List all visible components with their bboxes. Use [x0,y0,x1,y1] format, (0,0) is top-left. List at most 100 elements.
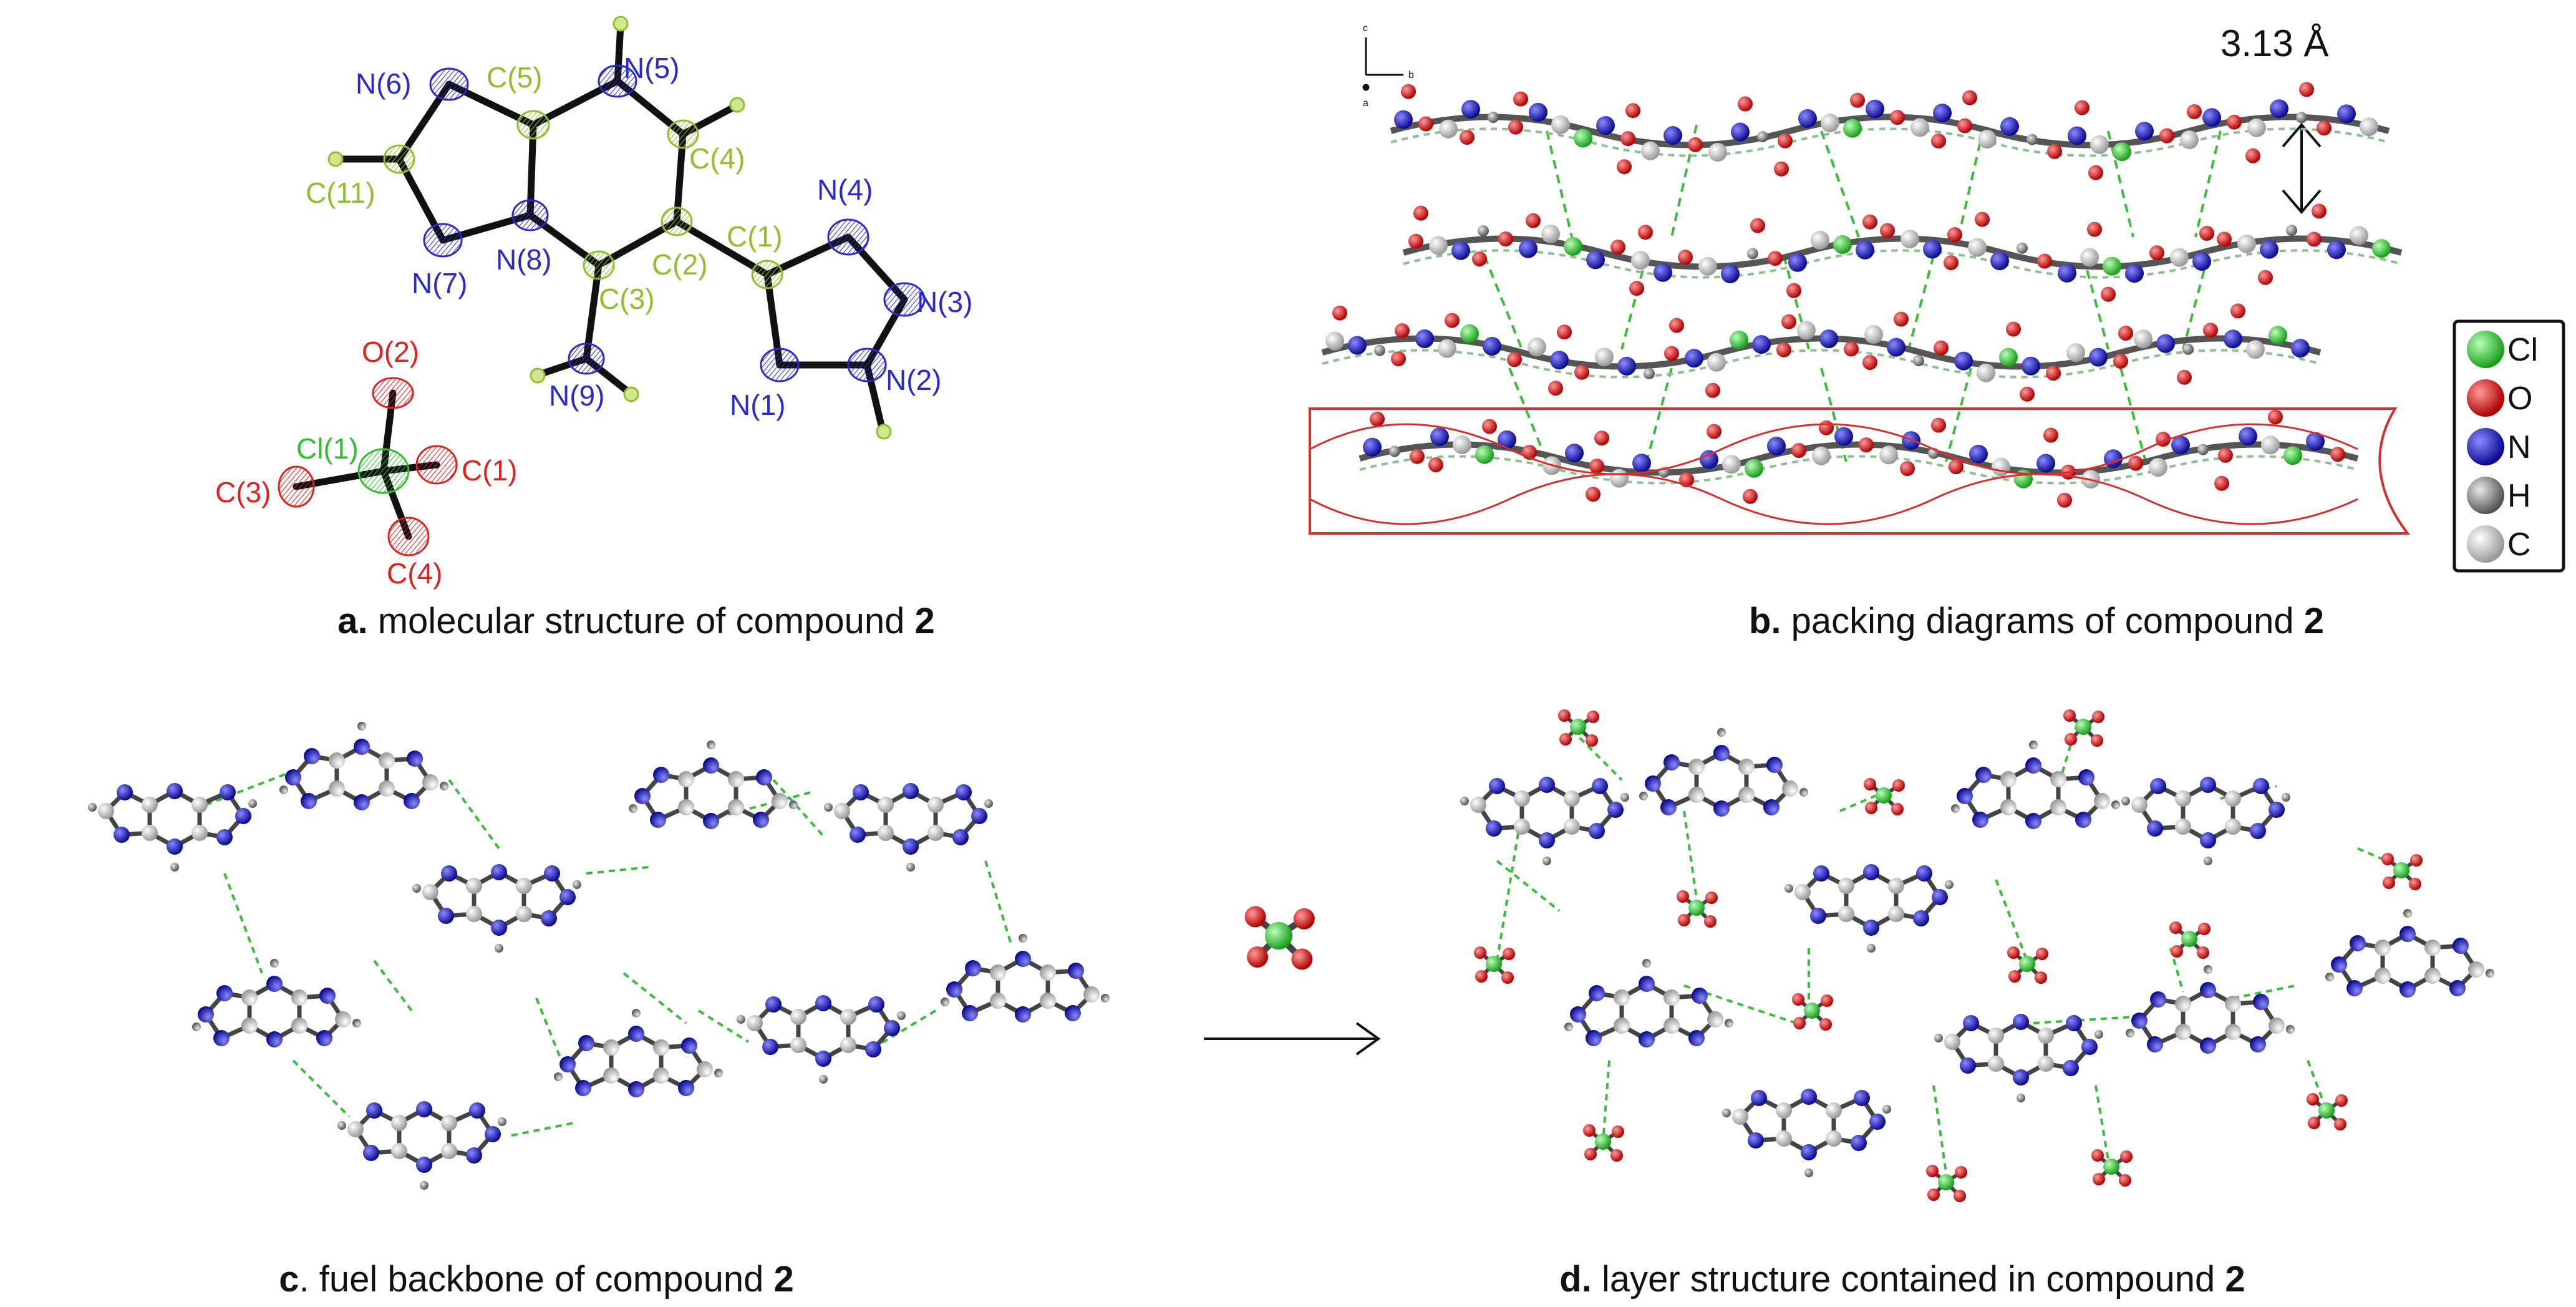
layer-atom [1408,233,1423,249]
layer-atom [2128,455,2143,471]
layer-atom [1513,91,1528,107]
layer-atom [1482,419,1497,434]
layer-atom [2330,447,2345,462]
layer-atom [1632,454,1651,473]
layer-atom [1856,240,1874,260]
layer-atom [2203,323,2218,338]
layer-atom [1731,122,1750,142]
layer-atom [1586,250,1605,270]
label-c5: C(5) [487,61,542,94]
layer-atom [1363,437,1382,457]
layer-atom [1595,347,1614,367]
label-o2: O(2) [362,336,419,368]
layer-atom [1685,349,1703,368]
layer-atom [1394,110,1413,129]
layer-atom [2286,225,2297,236]
label-cl1: Cl(1) [296,432,359,465]
layer-atom [1850,92,1865,108]
layer-atom [1834,427,1853,446]
layer-atom [2317,120,2331,136]
layer-atom [2372,239,2391,258]
layer-atom [2046,366,2061,381]
layer-atom [1610,240,1625,255]
layer-atom [1478,225,1489,237]
layer-atom [2118,326,2133,341]
layer-atom [1730,331,1748,350]
layer-atom [2306,432,2325,451]
layer-atom [1934,340,1949,356]
layer-atom [2218,447,2233,463]
legend-cl-label: Cl [2507,332,2538,368]
layer-atom [1678,250,1693,265]
layer-atom [1750,218,1765,233]
label-n3: N(3) [917,286,972,318]
layer-atom [1933,104,1952,123]
layer-atom [1923,240,1942,259]
layer-atom [1969,444,1988,464]
layer-atom [1617,159,1632,175]
layer-atom [1707,424,1721,439]
layer-atom [1721,264,1740,283]
layer-atom [1757,131,1768,143]
label-n2: N(2) [886,364,941,396]
layer-atom [1631,251,1650,270]
layer-atom [1949,459,1963,475]
label-ox1: C(1) [462,454,517,487]
layer-atom [2047,143,2062,159]
layer-atom [2258,270,2273,285]
caption-d: d. layer structure contained in compound… [1559,1259,2245,1300]
layer-atom [2134,329,2152,349]
layer-atom [1529,102,1547,122]
layer-atom [1507,352,1522,367]
layer-atom [2017,242,2028,254]
layer-atom [2214,475,2229,491]
layer-atom [2090,135,2109,154]
layer-atom [2187,104,2202,119]
layer-atom [1743,488,1758,504]
layer-atom [1574,364,1589,380]
layer-atom [1418,116,1433,132]
layer-atom [2006,321,2021,337]
layer-atom [1901,230,1919,249]
layer-atom [1786,283,1801,298]
axis-a: a [1363,98,1368,109]
layer-atom [1992,457,2010,477]
layer-atom [2307,231,2322,247]
layer-atom [1410,449,1425,464]
layer-atom [2156,334,2175,353]
layer-atom [1862,355,1877,371]
layer-atom [1688,137,1703,152]
layer-atom [2101,286,2116,302]
panel-d-layer-structure: d. layer structure contained in compound… [1460,709,2494,1300]
layer-atom [1541,224,1560,243]
layer-atom [2239,427,2257,446]
layer-atom [1781,314,1796,329]
legend-cl-sphere [2467,331,2504,368]
label-c2: C(2) [652,248,707,281]
layer-atom [2135,122,2154,141]
layer-atom [1370,411,1385,427]
layer-atom [2261,435,2280,455]
layer-atom [1819,420,1834,435]
layer-atom [1890,110,1905,125]
layer-atom [1669,318,1684,333]
layer-atom [1947,227,1962,243]
caption-a: a. molecular structure of compound 2 [337,601,935,641]
label-n1: N(1) [730,389,785,421]
layer-atom [1968,238,1987,257]
layer-atom [1910,118,1929,137]
layer-atom [2036,454,2055,473]
layer-atom [1894,311,1909,327]
layer-atom [2199,226,2214,241]
layer-atom [1586,487,1600,502]
layer-atom [1859,437,1874,453]
perchlorate-anions [1474,709,2423,1202]
layer-atom [1778,133,1793,148]
panel-c-fuel-backbone: c. fuel backbone of compound 2 [88,722,1110,1300]
layer-atom [2104,449,2123,469]
layer-atom [1453,435,1471,455]
layer-atom [1374,344,1385,356]
layer-atom [1975,211,1990,227]
layer-atom [2237,234,2256,253]
legend-c-sphere [2467,525,2504,563]
